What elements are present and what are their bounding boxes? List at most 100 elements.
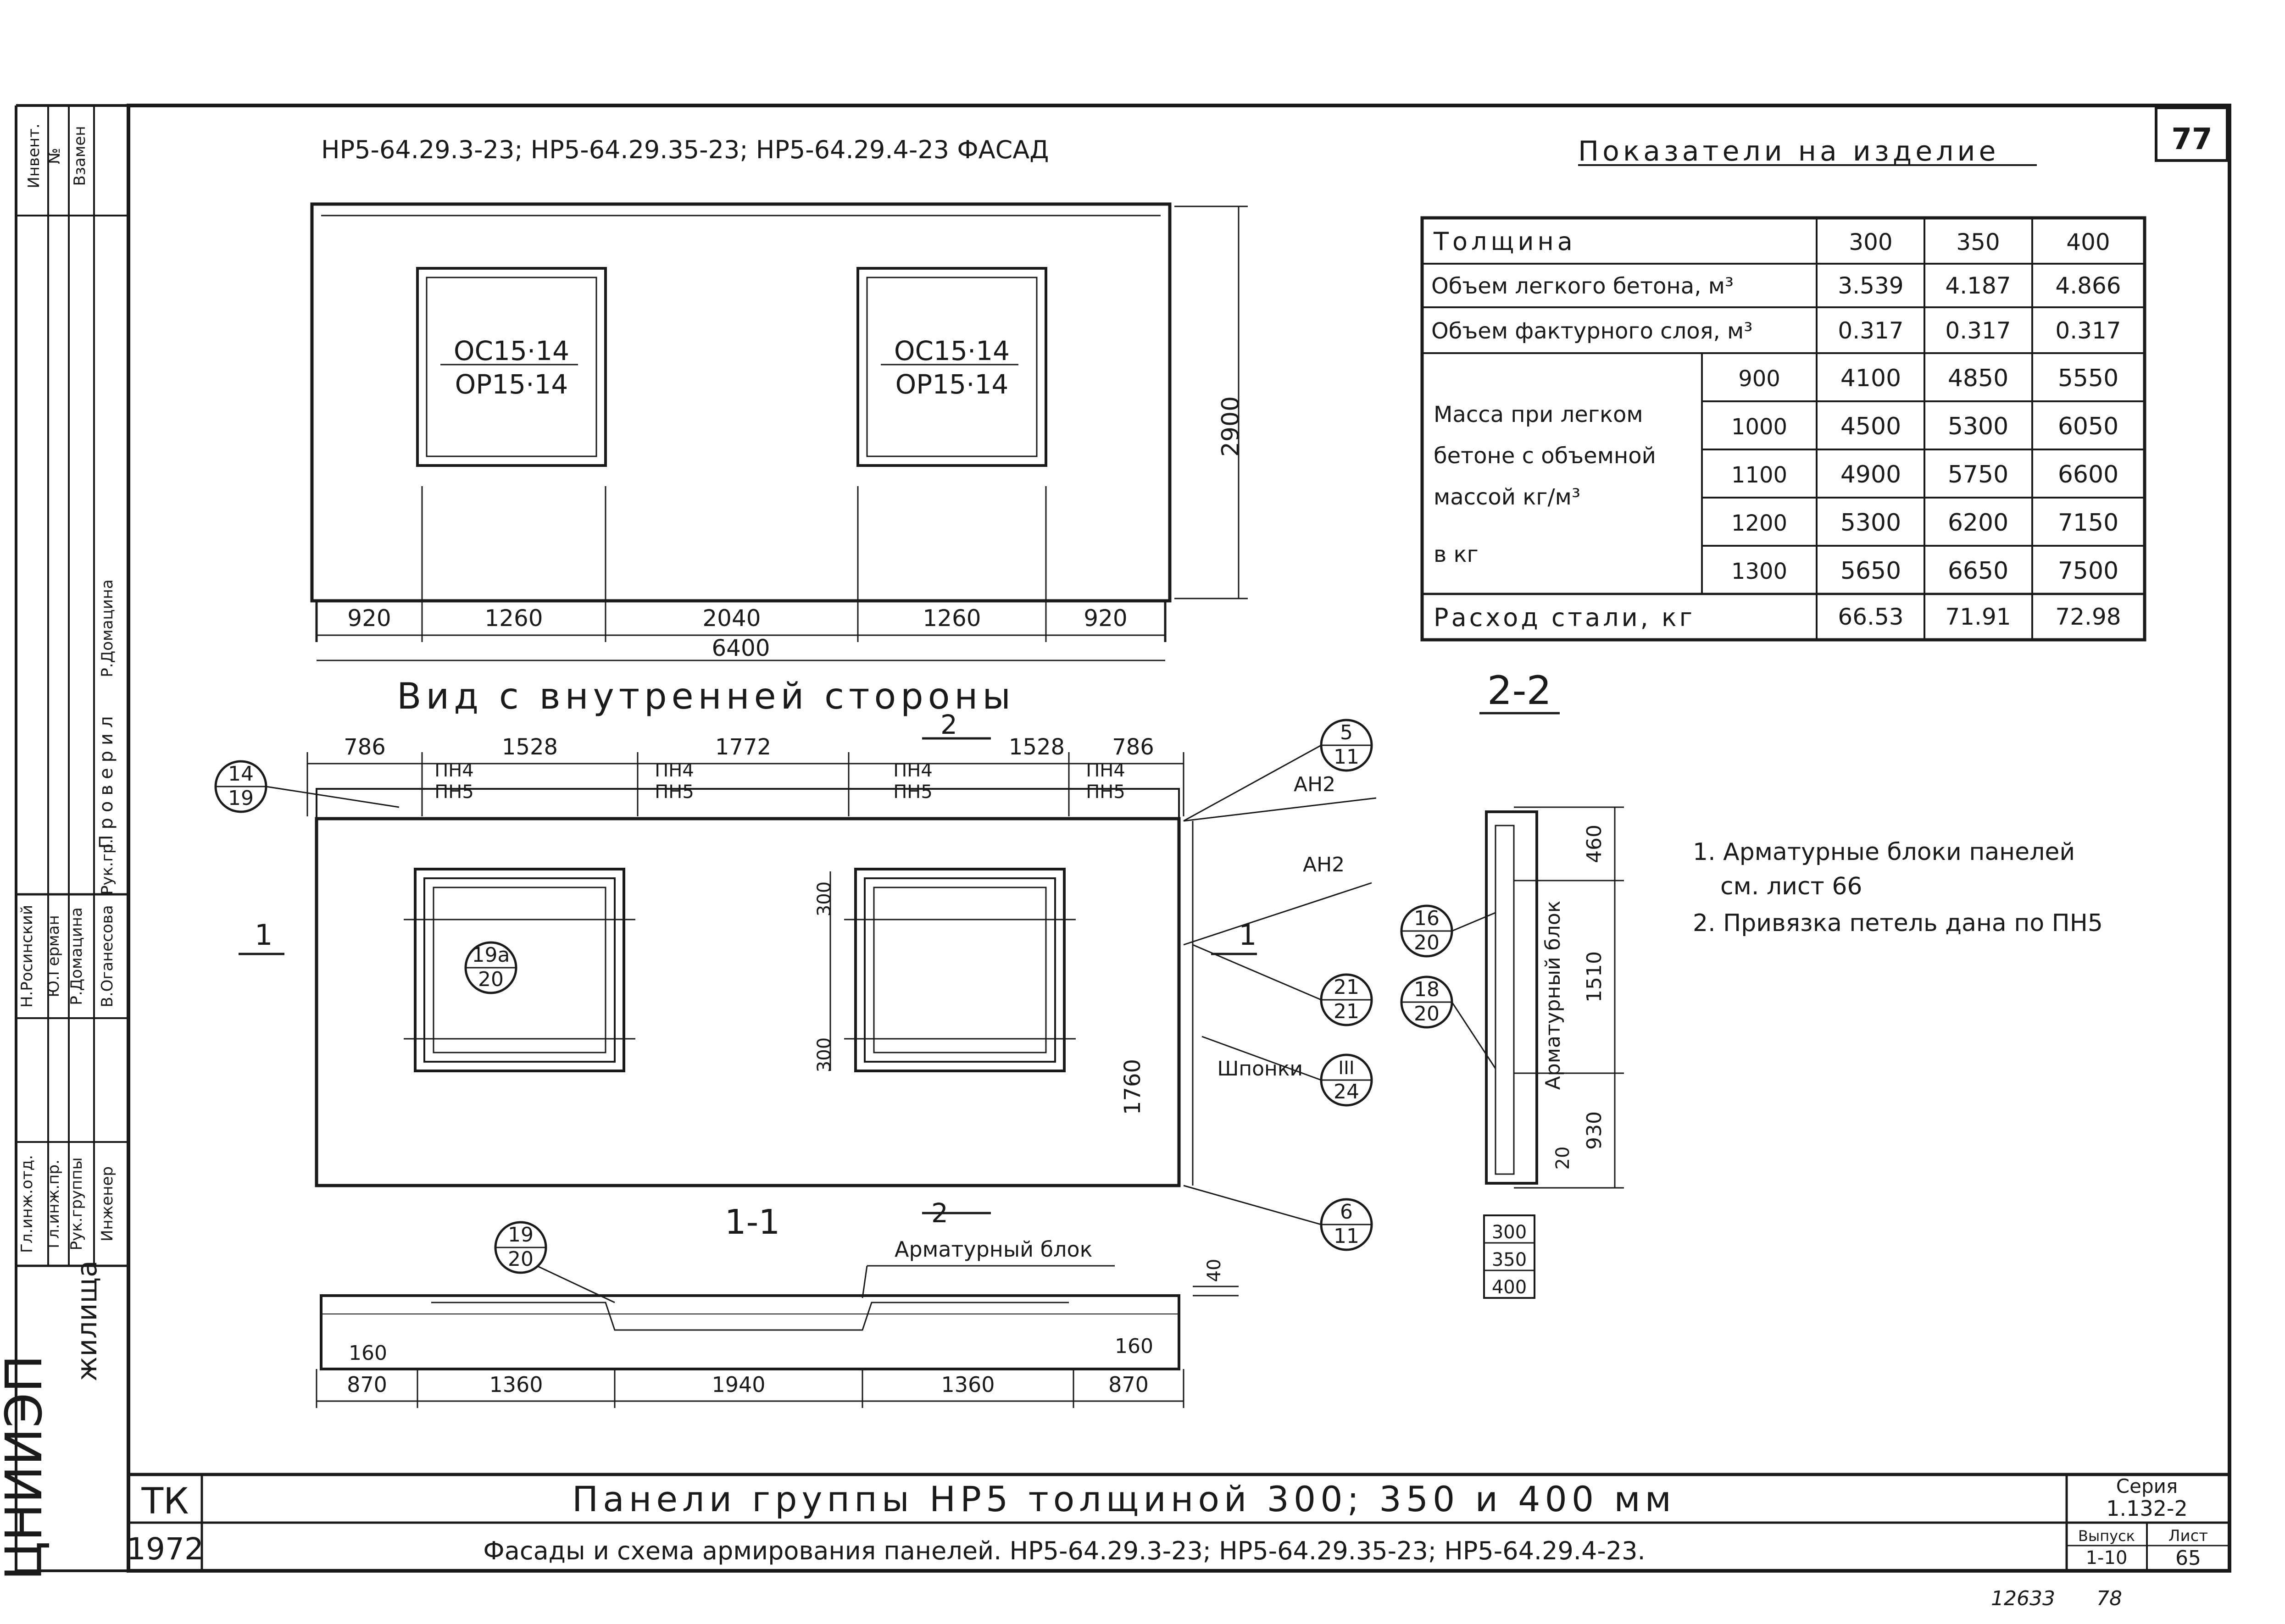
mass-label-line-3: массой кг/м³ xyxy=(1434,484,1580,510)
inner-view-title: Вид с внутренней стороны xyxy=(397,676,1015,717)
note-1-cont: см. лист 66 xyxy=(1720,873,1862,900)
table-thickness-350: 350 xyxy=(1956,229,2000,255)
section-mark-top: 2 xyxy=(940,709,957,740)
role-2: Гл.инж.пр. xyxy=(44,1159,63,1248)
stamp-header-3: Взамен xyxy=(71,126,89,186)
inner-height-dim: 1760 xyxy=(1120,1059,1145,1115)
callout-III-24-bottom: 24 xyxy=(1334,1080,1359,1103)
org-long: жилища xyxy=(71,1260,103,1381)
table-row-2-v1: 0.317 xyxy=(1838,317,1903,344)
facade-outline xyxy=(310,202,1172,603)
table-row-2-v2: 0.317 xyxy=(1945,317,2011,344)
loop-label-3-bottom: ПН5 xyxy=(893,782,933,803)
section-1-1-title: 1-1 xyxy=(725,1203,780,1242)
section-1-1-small-dim-2: 160 xyxy=(1115,1335,1153,1358)
table-header-label: Толщина xyxy=(1433,227,1576,256)
facade-dim-1: 920 xyxy=(347,605,391,632)
section-1-1-profile xyxy=(320,1294,1180,1370)
inner-panel-outline xyxy=(315,817,1181,1187)
steel-350: 71.91 xyxy=(1945,604,2011,630)
section-2-2-title: 2-2 xyxy=(1487,668,1551,714)
org-short: ЦНИИЭП xyxy=(0,1355,53,1580)
inner-dim-4: 1528 xyxy=(1009,734,1065,760)
an2-label-2: АН2 xyxy=(1303,853,1345,876)
mass-900-350: 4850 xyxy=(1948,365,2008,392)
callout-19a-20-bottom: 20 xyxy=(478,968,504,991)
facade-dim-4: 1260 xyxy=(923,605,981,632)
section-mark-bottom: 2 xyxy=(931,1197,948,1229)
mass-label-line-1: Масса при легком xyxy=(1434,402,1643,427)
thickness-dim-box xyxy=(1483,1214,1535,1299)
mass-1000-300: 4500 xyxy=(1840,413,1901,440)
callout-6-11-top: 6 xyxy=(1340,1200,1353,1224)
facade-dim-5: 920 xyxy=(1084,605,1127,632)
note-1: 1. Арматурные блоки панелей xyxy=(1693,838,2075,866)
sheet-number-box xyxy=(2155,106,2229,162)
role-3: Рук.группы xyxy=(67,1158,86,1251)
section-mark-left: 1 xyxy=(255,918,272,952)
mass-1200-350: 6200 xyxy=(1948,509,2008,537)
mass-1300-350: 6650 xyxy=(1948,557,2008,585)
title-block-year: 1972 xyxy=(127,1531,204,1567)
title-block-subtitle: Фасады и схема армирования панелей. НР5-… xyxy=(483,1536,1645,1565)
thickness-dim-350: 350 xyxy=(1492,1249,1527,1270)
mass-1100-400: 6600 xyxy=(2058,461,2118,488)
section-2-2-profile xyxy=(1485,810,1538,1185)
name-4: В.Оганесова xyxy=(98,905,117,1007)
callout-6-11-bottom: 11 xyxy=(1334,1225,1359,1248)
title-block-tk: ТК xyxy=(141,1481,189,1522)
section-2-2-dim-1510: 1510 xyxy=(1583,951,1606,1003)
table-thickness-300: 300 xyxy=(1849,229,1892,255)
density-1000: 1000 xyxy=(1731,414,1787,440)
mass-1300-300: 5650 xyxy=(1840,557,1901,585)
series-label: Серия xyxy=(2116,1475,2178,1497)
thickness-dim-300: 300 xyxy=(1492,1222,1527,1243)
mass-900-400: 5550 xyxy=(2058,365,2118,392)
loop-label-1-top: ПН4 xyxy=(434,760,474,781)
mass-1200-300: 5300 xyxy=(1840,509,1901,537)
loop-label-1-bottom: ПН5 xyxy=(434,782,474,803)
loop-label-4-bottom: ПН5 xyxy=(1086,782,1125,803)
section-1-1-dim-3: 1940 xyxy=(712,1372,765,1397)
note-2: 2. Привязка петель дана по ПН5 xyxy=(1693,909,2103,937)
mass-1000-350: 5300 xyxy=(1948,413,2008,440)
section-1-1-dim-5: 870 xyxy=(1108,1372,1149,1397)
issue-label: Выпуск xyxy=(2078,1527,2135,1545)
facade-window-2 xyxy=(856,267,1047,467)
steel-row-label: Расход стали, кг xyxy=(1434,603,1695,632)
callout-21-21-top: 21 xyxy=(1334,976,1359,999)
sheet-frame xyxy=(127,104,2231,1573)
callout-21-21-bottom: 21 xyxy=(1334,1000,1359,1023)
section-2-2-dim-460: 460 xyxy=(1583,825,1606,863)
section-mark-right: 1 xyxy=(1239,918,1256,952)
stamp-header-1: Инвент. xyxy=(25,123,43,188)
callout-19a-20-top: 19а xyxy=(472,943,510,967)
mass-label-line-2: бетоне с объемной xyxy=(1434,443,1656,469)
mass-1300-400: 7500 xyxy=(2058,557,2118,585)
role-4: Инженер xyxy=(98,1166,117,1242)
table-row-1-v3: 4.866 xyxy=(2055,272,2121,299)
callout-14-19-top: 14 xyxy=(228,762,254,786)
facade-window-2-top: ОС15·14 xyxy=(894,335,1010,366)
loop-label-4-top: ПН4 xyxy=(1086,760,1125,781)
steel-400: 72.98 xyxy=(2055,604,2121,630)
stamp-header-2: № xyxy=(45,148,64,164)
inner-window-2 xyxy=(854,868,1066,1072)
series-value: 1.132-2 xyxy=(2106,1496,2188,1521)
sheet-value: 65 xyxy=(2175,1546,2201,1570)
issue-value: 1-10 xyxy=(2086,1547,2128,1569)
inner-dim-2: 1528 xyxy=(502,734,558,760)
inner-dim-3: 1772 xyxy=(715,734,771,760)
section-1-1-callout-bottom: 20 xyxy=(508,1247,534,1271)
table-row-1-v1: 3.539 xyxy=(1838,272,1903,299)
title-block-title: Панели группы НР5 толщиной 300; 350 и 40… xyxy=(572,1479,1676,1519)
steel-300: 66.53 xyxy=(1838,604,1903,630)
footer-number-1: 12633 xyxy=(1991,1587,2055,1610)
callout-5-11-top: 5 xyxy=(1340,721,1353,744)
inner-dim-1: 786 xyxy=(344,734,386,760)
footer-number-2: 78 xyxy=(2096,1587,2122,1610)
section-2-2-block-label: Арматурный блок xyxy=(1541,901,1565,1090)
table-row-1-label: Объем легкого бетона, м³ xyxy=(1431,273,1734,299)
